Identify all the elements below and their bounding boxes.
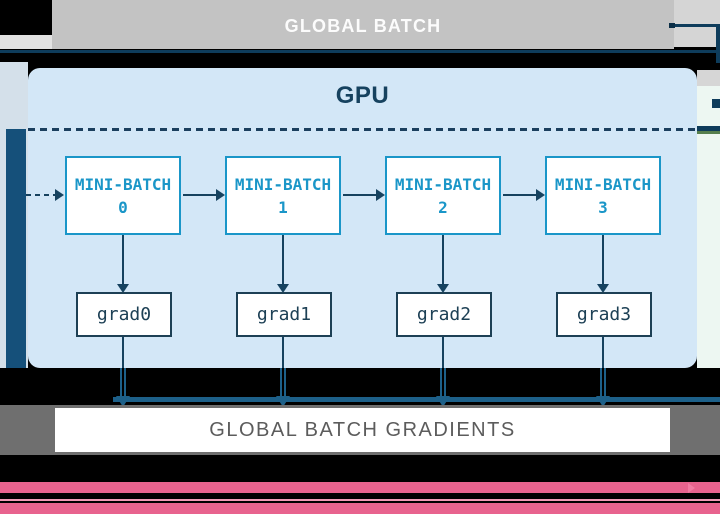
grad-out-shaft xyxy=(602,337,604,368)
grad-out-shaft-lower xyxy=(280,368,286,398)
grad-box-1: grad1 xyxy=(236,292,332,337)
down-arrow-shaft xyxy=(282,235,284,285)
right-edge-navy-block xyxy=(712,99,720,108)
flow-arrow-shaft xyxy=(343,194,377,196)
mini-batch-label: MINI-BATCH xyxy=(554,174,652,194)
arrow-down-icon xyxy=(596,396,610,407)
mini-batch-index: 0 xyxy=(118,197,128,217)
arrow-down-icon xyxy=(116,396,130,407)
pink-arrow-right-icon xyxy=(688,483,695,493)
down-arrow-shaft xyxy=(602,235,604,285)
gradient-collector-line xyxy=(113,397,720,402)
mini-batch-index: 2 xyxy=(438,197,448,217)
arrow-down-icon xyxy=(117,284,129,293)
mini-batch-box-0: MINI-BATCH 0 xyxy=(65,156,181,235)
arrow-down-icon xyxy=(276,396,290,407)
arrow-down-icon xyxy=(597,284,609,293)
right-edge-gray-strip xyxy=(697,70,720,86)
left-top-gray-strip xyxy=(0,35,52,49)
grad-out-shaft-lower xyxy=(120,368,126,398)
mini-batch-label: MINI-BATCH xyxy=(74,174,172,194)
arrow-right-icon xyxy=(376,189,385,201)
grad-out-shaft xyxy=(442,337,444,368)
gpu-dashed-divider xyxy=(28,128,697,131)
global-batch-bar: GLOBAL BATCH xyxy=(52,0,674,49)
grad-label: grad0 xyxy=(96,304,152,325)
gpu-label: GPU xyxy=(335,82,390,109)
mini-batch-index: 1 xyxy=(278,197,288,217)
mini-batch-box-1: MINI-BATCH 1 xyxy=(225,156,341,235)
mini-batch-box-3: MINI-BATCH 3 xyxy=(545,156,661,235)
input-arrow-right-icon xyxy=(55,189,64,201)
grad-label: grad3 xyxy=(576,304,632,325)
right-edge-connector-line xyxy=(672,24,720,27)
grad-out-shaft xyxy=(282,337,284,368)
grad-box-0: grad0 xyxy=(76,292,172,337)
global-batch-gradients-box: GLOBAL BATCH GRADIENTS xyxy=(55,408,670,452)
right-edge-green-line xyxy=(697,131,720,134)
mini-batch-label: MINI-BATCH xyxy=(394,174,492,194)
right-edge-navy-line xyxy=(697,126,720,131)
global-batch-label: GLOBAL BATCH xyxy=(284,16,442,36)
flow-arrow-shaft xyxy=(183,194,217,196)
pink-bar-bottom xyxy=(0,503,720,514)
horizontal-divider-line xyxy=(0,50,720,53)
arrow-down-icon xyxy=(436,396,450,407)
mini-batch-index: 3 xyxy=(598,197,608,217)
arrow-down-icon xyxy=(277,284,289,293)
grad-label: grad1 xyxy=(256,304,312,325)
right-top-gray-strip xyxy=(674,0,720,47)
flow-arrow-shaft xyxy=(503,194,537,196)
input-dashed-arrow-shaft xyxy=(26,194,56,196)
grad-label: grad2 xyxy=(416,304,472,325)
left-edge-navy-bar xyxy=(6,129,26,368)
arrow-right-icon xyxy=(536,189,545,201)
mini-batch-box-2: MINI-BATCH 2 xyxy=(385,156,501,235)
grad-out-shaft xyxy=(122,337,124,368)
grad-box-2: grad2 xyxy=(396,292,492,337)
grad-box-3: grad3 xyxy=(556,292,652,337)
pink-thin-line xyxy=(0,499,720,501)
right-edge-connector-dot xyxy=(669,23,675,28)
arrow-down-icon xyxy=(437,284,449,293)
arrow-right-icon xyxy=(216,189,225,201)
grad-out-shaft-lower xyxy=(440,368,446,398)
down-arrow-shaft xyxy=(122,235,124,285)
down-arrow-shaft xyxy=(442,235,444,285)
global-batch-gradients-label: GLOBAL BATCH GRADIENTS xyxy=(209,418,516,441)
grad-out-shaft-lower xyxy=(600,368,606,398)
mini-batch-label: MINI-BATCH xyxy=(234,174,332,194)
pink-bar-top xyxy=(0,482,720,493)
right-edge-vertical-line xyxy=(716,25,720,63)
right-edge-pale-strip xyxy=(697,86,720,368)
